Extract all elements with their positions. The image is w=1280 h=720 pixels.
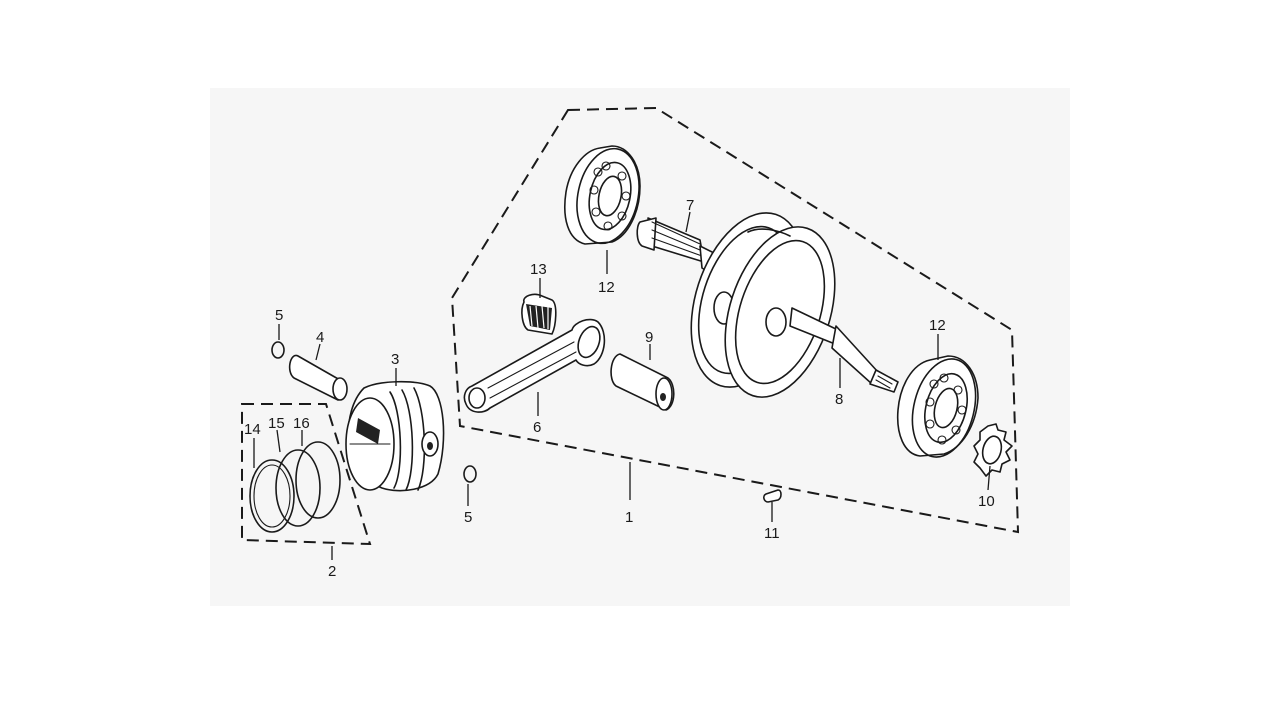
callout-14: 14	[244, 421, 261, 438]
callout-labels: 1 2 3 4 5 5 6 7 8 9 10 11 12 12 13 14 15…	[244, 197, 995, 580]
bearing-lower	[896, 355, 979, 458]
piston-ring-16	[295, 441, 341, 519]
piston-ring-set-boundary	[241, 403, 372, 546]
callout-15: 15	[268, 415, 285, 432]
callout-9: 9	[645, 329, 653, 346]
lock-washer	[973, 423, 1013, 477]
callout-6: 6	[533, 419, 541, 436]
diagram-paper	[210, 88, 1070, 606]
callout-5-lower: 5	[464, 509, 472, 526]
callout-5-upper: 5	[275, 307, 283, 324]
piston-pin	[288, 354, 348, 401]
woodruff-key	[763, 489, 782, 503]
callout-4: 4	[316, 329, 324, 346]
crankshaft-assembly-boundary	[450, 106, 1020, 534]
piston-rings	[249, 441, 341, 533]
connecting-rod	[463, 318, 606, 413]
piston-ring-15	[275, 449, 321, 527]
callout-12-upper: 12	[598, 279, 615, 296]
circlip-lower	[463, 465, 477, 483]
crankshaft	[636, 212, 899, 398]
callout-12-lower: 12	[929, 317, 946, 334]
piston	[345, 380, 445, 492]
callout-2: 2	[328, 563, 336, 580]
callout-10: 10	[978, 493, 995, 510]
leader-lines	[253, 211, 991, 560]
circlip-upper	[271, 341, 285, 359]
callout-16: 16	[293, 415, 310, 432]
callout-1: 1	[625, 509, 633, 526]
callout-11: 11	[764, 525, 780, 542]
callout-8: 8	[835, 391, 843, 408]
callout-3: 3	[391, 351, 399, 368]
callout-13: 13	[530, 261, 547, 278]
callout-7: 7	[686, 197, 694, 214]
piston-ring-14	[249, 459, 295, 533]
crank-pin	[610, 353, 675, 411]
needle-bearing	[521, 293, 557, 335]
bearing-upper	[564, 145, 641, 245]
